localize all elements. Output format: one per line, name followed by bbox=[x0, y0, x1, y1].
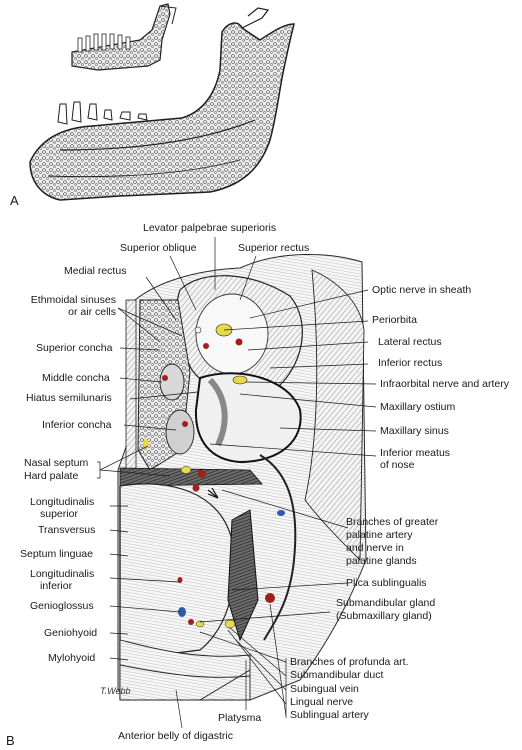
label-submandibular-duct: Submandibular duct bbox=[290, 669, 384, 681]
label-optic-nerve: Optic nerve in sheath bbox=[372, 284, 472, 296]
mandible-large bbox=[29, 7, 295, 201]
label-genioglossus: Genioglossus bbox=[30, 600, 94, 612]
label-lateral-rectus: Lateral rectus bbox=[378, 336, 442, 348]
label-profunda-branches: Branches of profunda art. bbox=[290, 656, 409, 668]
label-longitudinalis-inferior-2: inferior bbox=[40, 580, 73, 592]
label-plica-sublingualis: Plica sublingualis bbox=[346, 577, 427, 589]
label-infraorbital: Infraorbital nerve and artery bbox=[380, 378, 509, 390]
label-sublingual-vein: Subingual vein bbox=[290, 683, 359, 695]
label-sublingual-artery: Sublingual artery bbox=[290, 709, 369, 721]
label-greater-palatine-2: palatine artery bbox=[346, 529, 413, 541]
label-longitudinalis-superior-1: Longitudinalis bbox=[30, 496, 95, 508]
vessels-nerves bbox=[143, 323, 285, 629]
coronal-section bbox=[117, 254, 367, 701]
label-mylohyoid: Mylohyoid bbox=[48, 652, 96, 664]
label-maxillary-ostium: Maxillary ostium bbox=[380, 401, 456, 413]
label-inferior-meatus: Inferior meatus bbox=[380, 447, 451, 459]
label-inferior-meatus-of-nose: of nose bbox=[380, 459, 415, 471]
label-superior-concha: Superior concha bbox=[36, 342, 113, 354]
label-transversus: Transversus bbox=[38, 524, 96, 536]
label-middle-concha: Middle concha bbox=[42, 372, 110, 384]
label-levator-palpebrae: Levator palpebrae superioris bbox=[143, 222, 277, 234]
label-hiatus-semilunaris: Hiatus semilunaris bbox=[26, 392, 112, 404]
label-ethmoidal-sinuses: Ethmoidal sinuses bbox=[30, 294, 116, 306]
label-geniohyoid: Geniohyoid bbox=[44, 627, 98, 639]
label-longitudinalis-superior-2: superior bbox=[40, 508, 78, 520]
label-superior-rectus: Superior rectus bbox=[238, 242, 310, 254]
label-inferior-rectus: Inferior rectus bbox=[378, 357, 443, 369]
label-ethmoidal-air-cells: or air cells bbox=[68, 306, 116, 318]
label-submandibular-gland-1: Submandibular gland bbox=[336, 597, 436, 609]
artist-signature: T.Webb bbox=[100, 686, 131, 696]
panel-a-label: A bbox=[10, 193, 19, 208]
label-longitudinalis-inferior-1: Longitudinalis bbox=[30, 568, 95, 580]
leader-lines bbox=[97, 237, 377, 729]
label-superior-oblique: Superior oblique bbox=[120, 242, 197, 254]
label-medial-rectus: Medial rectus bbox=[64, 265, 127, 277]
label-greater-palatine-3: and nerve in bbox=[346, 542, 404, 554]
label-anterior-belly-digastric: Anterior belly of digastric bbox=[118, 730, 233, 742]
label-periorbita: Periorbita bbox=[372, 314, 417, 326]
label-submandibular-gland-2: (Submaxillary gland) bbox=[336, 610, 432, 622]
mandible-small bbox=[71, 3, 177, 71]
label-hard-palate: Hard palate bbox=[24, 470, 79, 482]
label-greater-palatine-4: palatine glands bbox=[346, 555, 417, 567]
label-platysma: Platysma bbox=[218, 712, 262, 724]
label-septum-linguae: Septum linguae bbox=[20, 548, 93, 560]
label-lingual-nerve: Lingual nerve bbox=[290, 696, 354, 708]
label-nasal-septum: Nasal septum bbox=[24, 457, 89, 469]
label-greater-palatine-1: Branches of greater bbox=[346, 516, 439, 528]
label-maxillary-sinus: Maxillary sinus bbox=[380, 425, 449, 437]
panel-b-label: B bbox=[6, 733, 15, 748]
label-inferior-concha: Inferior concha bbox=[42, 419, 112, 431]
